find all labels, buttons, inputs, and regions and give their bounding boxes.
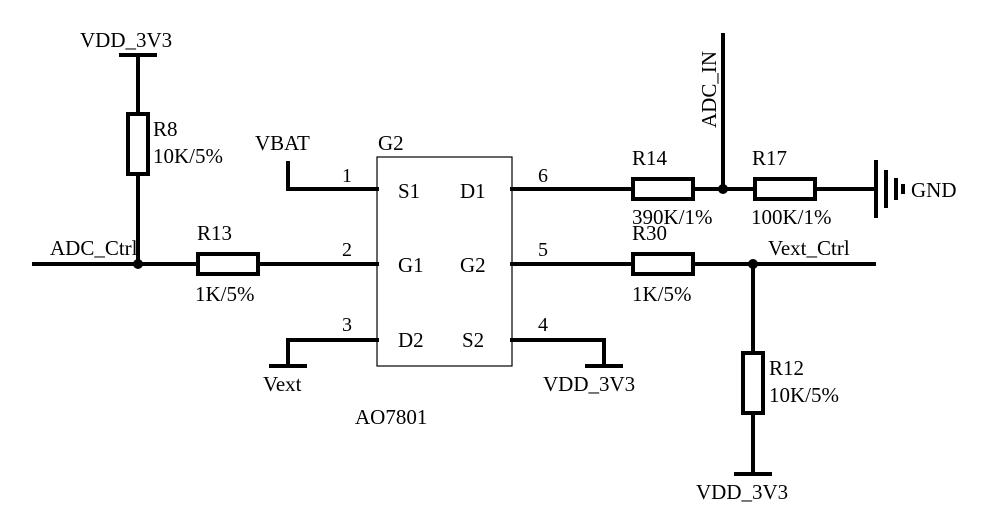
junction-adc-ctrl [133, 259, 143, 269]
pin-number-1: 1 [342, 165, 352, 187]
net-adc-in: ADC_IN [697, 51, 721, 128]
net-vdd-bottom-right: VDD_3V3 [696, 480, 788, 504]
pin-number-2: 2 [342, 239, 352, 261]
resistor-r17 [753, 177, 817, 201]
resistor-r8 [126, 112, 150, 176]
r13-value: 1K/5% [195, 282, 255, 306]
net-vext: Vext [263, 372, 302, 396]
pin-number-6: 6 [538, 165, 548, 187]
gnd-symbol [874, 160, 905, 218]
net-vdd-top-left: VDD_3V3 [80, 28, 172, 52]
pin-number-3: 3 [342, 314, 352, 336]
wire-pin4 [510, 338, 606, 366]
pin-number-4: 4 [538, 314, 548, 336]
r8-ref: R8 [153, 117, 178, 141]
r17-value: 100K/1% [751, 205, 832, 229]
net-adc-ctrl: ADC_Ctrl [50, 236, 138, 260]
pin-number-5: 5 [538, 239, 548, 261]
r12-ref: R12 [769, 356, 804, 380]
pin-name-d1: D1 [460, 179, 486, 203]
resistor-r12 [741, 351, 765, 415]
resistor-r30 [631, 252, 695, 276]
r30-ref: R30 [632, 221, 667, 245]
ic-part: AO7801 [355, 405, 427, 429]
ic-body [376, 156, 513, 367]
r30-value: 1K/5% [632, 282, 692, 306]
r17-ref: R17 [752, 146, 787, 170]
wire-vext [286, 338, 379, 366]
r14-value: 390K/1% [632, 205, 713, 229]
r8-value: 10K/5% [153, 144, 223, 168]
net-vdd-pin4: VDD_3V3 [543, 372, 635, 396]
wire-vbat [286, 161, 379, 191]
pin-name-s2: S2 [462, 328, 484, 352]
pin-name-g1: G1 [398, 253, 424, 277]
pin-name-s1: S1 [398, 179, 420, 203]
r14-ref: R14 [632, 146, 668, 170]
r12-value: 10K/5% [769, 383, 839, 407]
ic-ref: G2 [378, 131, 404, 155]
net-vext-ctrl: Vext_Ctrl [768, 236, 850, 260]
net-vbat: VBAT [255, 131, 310, 155]
pin-name-g2: G2 [460, 253, 486, 277]
net-gnd: GND [911, 178, 957, 202]
resistor-r13 [196, 252, 260, 276]
pin-name-d2: D2 [398, 328, 424, 352]
resistor-r14 [631, 177, 695, 201]
r13-ref: R13 [197, 221, 232, 245]
